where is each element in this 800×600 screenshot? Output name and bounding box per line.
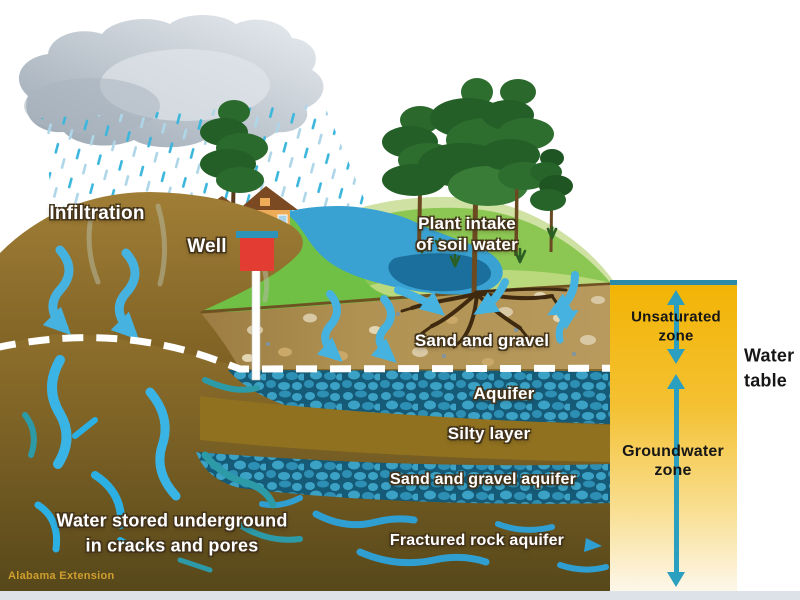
credit-label: Alabama Extension	[8, 570, 115, 582]
house-dormer	[260, 196, 270, 206]
tree-roots	[400, 287, 568, 349]
sand-and-gravel-aquifer-label: Sand and gravel aquifer	[390, 471, 576, 488]
groundwater-zone-label-line1: Groundwater	[622, 443, 724, 460]
unsaturated-zone-label-line2: zone	[658, 327, 694, 345]
rock-cracks	[259, 495, 609, 573]
silty-layer-band	[200, 396, 610, 462]
aquifer-label: Aquifer	[473, 384, 535, 403]
pond-stream	[285, 206, 503, 295]
panel-top-border	[610, 280, 737, 285]
unsaturated-zone-label-line1: Unsaturated	[631, 308, 721, 326]
soil-flow-arrows	[316, 271, 579, 363]
plant-intake-label-line1: Plant intake	[418, 214, 516, 233]
silty-layer-label: Silty layer	[447, 424, 531, 443]
house-tree	[200, 100, 268, 213]
soil-top-edge	[197, 282, 611, 314]
well-pipe	[251, 269, 261, 381]
groundwater-zone-arrow	[667, 374, 685, 587]
plant-intake-label-line2: of soil water	[416, 235, 518, 254]
groundwater-streams	[22, 355, 303, 573]
water-table-label-line1: Water	[744, 345, 795, 366]
water-stored-label-line2: in cracks and pores	[85, 535, 259, 556]
unsaturated-zone-arrow	[667, 290, 685, 364]
groundwater-zone-label-line2: zone	[654, 462, 692, 479]
well-pump	[236, 231, 278, 381]
left-hill	[0, 192, 303, 366]
well-label: Well	[187, 236, 227, 257]
grass-sprouts	[416, 225, 558, 268]
infiltration-label: Infiltration	[49, 203, 145, 224]
sand-gravel-aquifer-band	[196, 452, 610, 504]
pine-tree-small	[530, 149, 573, 253]
sand-and-gravel-label: Sand and gravel	[414, 331, 550, 350]
well-housing	[240, 237, 274, 271]
zone-panel	[610, 280, 737, 591]
water-table-dashed-line	[0, 334, 746, 373]
pine-trees	[382, 78, 573, 297]
water-table-label-line2: table	[744, 370, 788, 391]
bottom-strip	[0, 591, 800, 600]
well-cap	[236, 231, 278, 238]
water-stored-label-line1: Water stored underground	[56, 510, 288, 531]
fractured-rock-aquifer-label: Fractured rock aquifer	[389, 532, 565, 549]
infiltration-arrows	[42, 245, 140, 341]
